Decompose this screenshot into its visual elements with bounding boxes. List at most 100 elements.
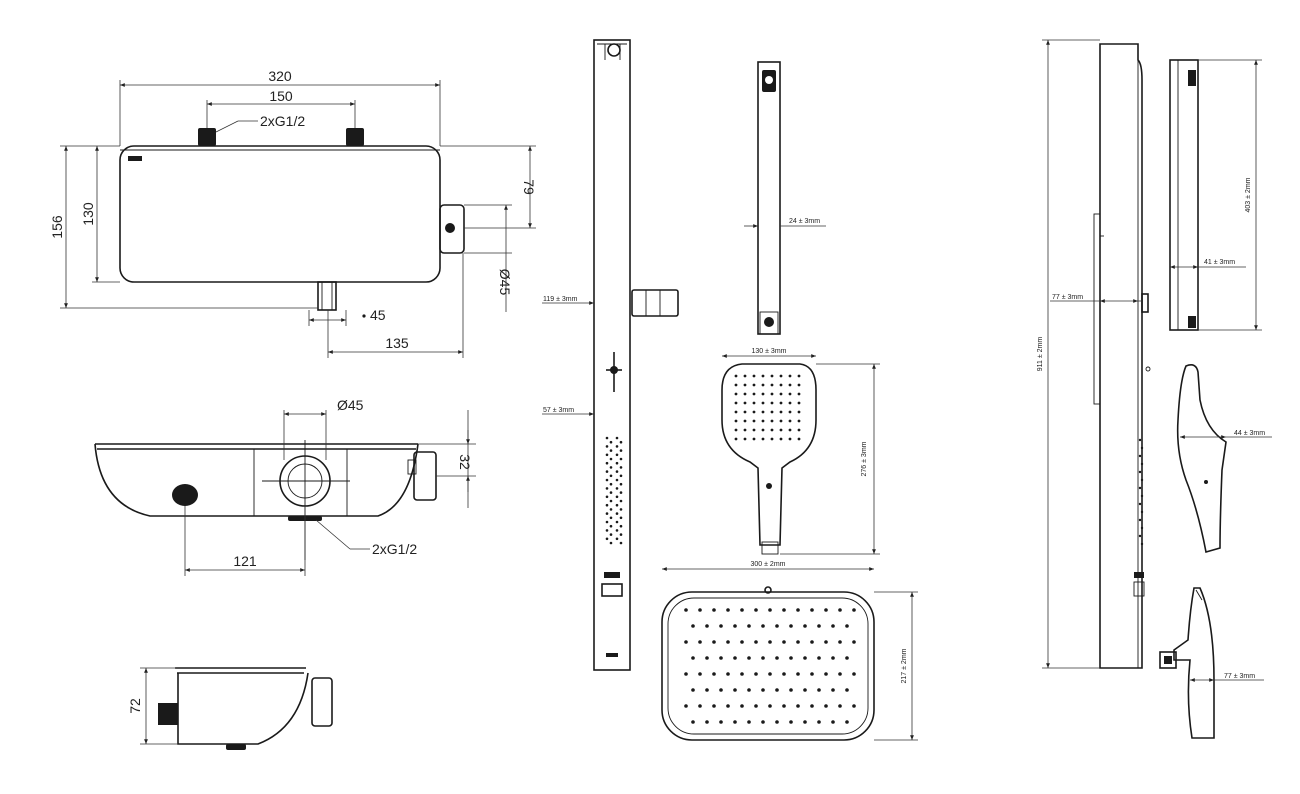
- head-nozzle: [796, 640, 800, 644]
- head-nozzle: [852, 608, 856, 612]
- hand-nozzle: [770, 437, 774, 441]
- hand-nozzle: [770, 419, 774, 423]
- jet-nozzle: [605, 537, 609, 541]
- head-nozzle: [733, 688, 737, 692]
- head-nozzle: [852, 640, 856, 644]
- hand-nozzle: [743, 374, 747, 378]
- control-handle: [610, 366, 618, 374]
- jet-nozzle: [609, 541, 613, 545]
- hand-nozzle: [770, 392, 774, 396]
- mixer-side-body: [177, 672, 309, 745]
- jet-nozzle: [619, 516, 623, 520]
- head-nozzle: [817, 624, 821, 628]
- head-nozzle: [754, 608, 758, 612]
- head-nozzle: [775, 656, 779, 660]
- hand-nozzle: [779, 383, 783, 387]
- hand-nozzle: [734, 428, 738, 432]
- dim-plan-knob-45: Ø45: [337, 397, 364, 413]
- head-nozzle: [712, 608, 716, 612]
- head-nozzle: [754, 672, 758, 676]
- jet-nozzle: [615, 445, 619, 448]
- head-nozzle: [845, 656, 849, 660]
- head-nozzle: [712, 640, 716, 644]
- hand-nozzle: [788, 383, 792, 387]
- jet-nozzle: [609, 449, 613, 452]
- hand-shower-nozzles: [734, 374, 801, 441]
- dim-column-depth: 77 ± 3mm: [1052, 294, 1083, 301]
- head-nozzle: [852, 704, 856, 708]
- rail-side-view: 403 ± 2mm 41 ± 3mm: [1169, 59, 1262, 331]
- jet-nozzle: [605, 529, 609, 532]
- jet-nozzle: [615, 529, 619, 532]
- head-nozzle: [768, 672, 772, 676]
- head-nozzle: [845, 624, 849, 628]
- mixer-plan-view: Ø45 32 121 2xG1/2: [94, 397, 476, 576]
- hand-nozzle: [761, 374, 765, 378]
- panel-body: [593, 39, 631, 671]
- head-nozzle: [747, 656, 751, 660]
- hand-nozzle: [788, 437, 792, 441]
- head-nozzle: [796, 704, 800, 708]
- hand-nozzle: [797, 383, 801, 387]
- jet-nozzle: [609, 474, 613, 478]
- jet-nozzle: [615, 453, 619, 457]
- dim-head-width: 300 ± 2mm: [751, 561, 786, 568]
- jet-nozzle: [619, 474, 623, 478]
- hand-nozzle: [797, 374, 801, 378]
- head-shower-body: [661, 591, 875, 741]
- shower-panel-front: 119 ± 3mm 57 ± 3mm: [542, 39, 679, 671]
- side-jet: [1138, 486, 1142, 490]
- dim-height-130: 130: [80, 202, 96, 226]
- hand-nozzle: [752, 428, 756, 432]
- rail-side-body: [1169, 59, 1199, 331]
- head-nozzle: [691, 688, 695, 692]
- dim-width-320: 320: [268, 68, 292, 84]
- head-nozzle: [747, 688, 751, 692]
- head-nozzle: [754, 640, 758, 644]
- side-jet: [1138, 470, 1142, 474]
- hand-nozzle: [761, 410, 765, 414]
- inlet-right: [346, 128, 364, 146]
- head-nozzle: [824, 640, 828, 644]
- jet-nozzle: [615, 520, 619, 524]
- head-nozzle: [733, 656, 737, 660]
- rail-body: [757, 61, 781, 335]
- side-jet: [1138, 534, 1142, 538]
- head-nozzle: [775, 624, 779, 628]
- head-nozzle: [740, 608, 744, 612]
- hand-nozzle: [752, 392, 756, 396]
- head-nozzle: [740, 672, 744, 676]
- jet-nozzle: [609, 491, 613, 494]
- dim-plan-spacing-121: 121: [233, 553, 257, 569]
- jet-nozzle: [609, 466, 613, 469]
- dim-height-156: 156: [49, 215, 65, 239]
- hand-nozzle: [788, 410, 792, 414]
- side-handle: [158, 703, 178, 725]
- jet-nozzle: [619, 449, 623, 452]
- jet-nozzle: [619, 491, 623, 494]
- side-jet: [1138, 438, 1142, 442]
- hand-nozzle: [743, 383, 747, 387]
- dim-column-height: 911 ± 2mm: [1037, 337, 1044, 372]
- head-shower-side-body: [1173, 587, 1215, 739]
- head-nozzle: [726, 672, 730, 676]
- head-nozzle: [810, 704, 814, 708]
- mixer-body: [119, 145, 441, 283]
- head-nozzle: [726, 640, 730, 644]
- hand-nozzle: [734, 419, 738, 423]
- head-nozzle: [691, 720, 695, 724]
- jet-nozzle: [615, 436, 619, 440]
- mixer-front-view: 320 150 2xG1/2 156 130 79 Ø45 45: [49, 68, 537, 358]
- head-nozzle: [831, 656, 835, 660]
- dim-hand-side-depth: 44 ± 3mm: [1234, 430, 1265, 437]
- head-nozzle: [782, 640, 786, 644]
- head-nozzle: [845, 688, 849, 692]
- head-nozzle: [761, 688, 765, 692]
- hand-nozzle: [752, 437, 756, 441]
- hose-connector: [631, 289, 679, 317]
- jet-nozzle: [615, 487, 619, 490]
- plan-inlet-thread-label: 2xG1/2: [372, 541, 417, 557]
- hand-nozzle: [797, 401, 801, 405]
- head-nozzle: [698, 672, 702, 676]
- hand-shower-body: [721, 363, 817, 546]
